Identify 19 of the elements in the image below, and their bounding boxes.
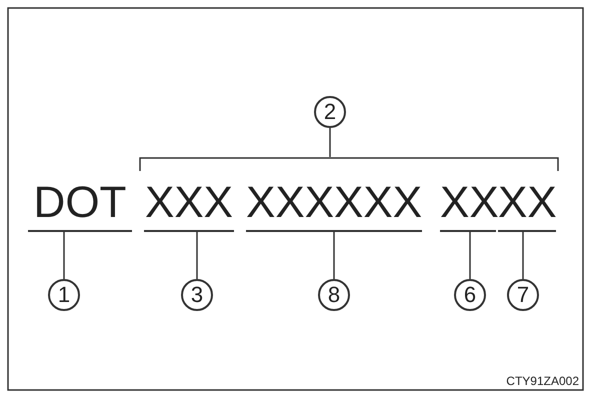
callout-number: 6 [454, 279, 486, 311]
leader-line [469, 232, 471, 279]
code-segment: DOT [28, 178, 132, 232]
code-segment: XX [498, 178, 556, 232]
leader-line [333, 232, 335, 279]
code-segment: XXXXXX [246, 178, 422, 232]
leader-line [329, 128, 331, 157]
leader-line [63, 232, 65, 279]
code-segment: XX [440, 178, 496, 232]
leader-line [522, 232, 524, 279]
callout-number: 7 [507, 279, 539, 311]
bracket [139, 157, 559, 171]
code-segment: XXX [144, 178, 234, 232]
callout-number: 1 [48, 279, 80, 311]
leader-line [196, 232, 198, 279]
figure-code: CTY91ZA002 [506, 374, 579, 388]
callout-number: 8 [318, 279, 350, 311]
callout-number: 2 [314, 96, 346, 128]
callout-number: 3 [181, 279, 213, 311]
